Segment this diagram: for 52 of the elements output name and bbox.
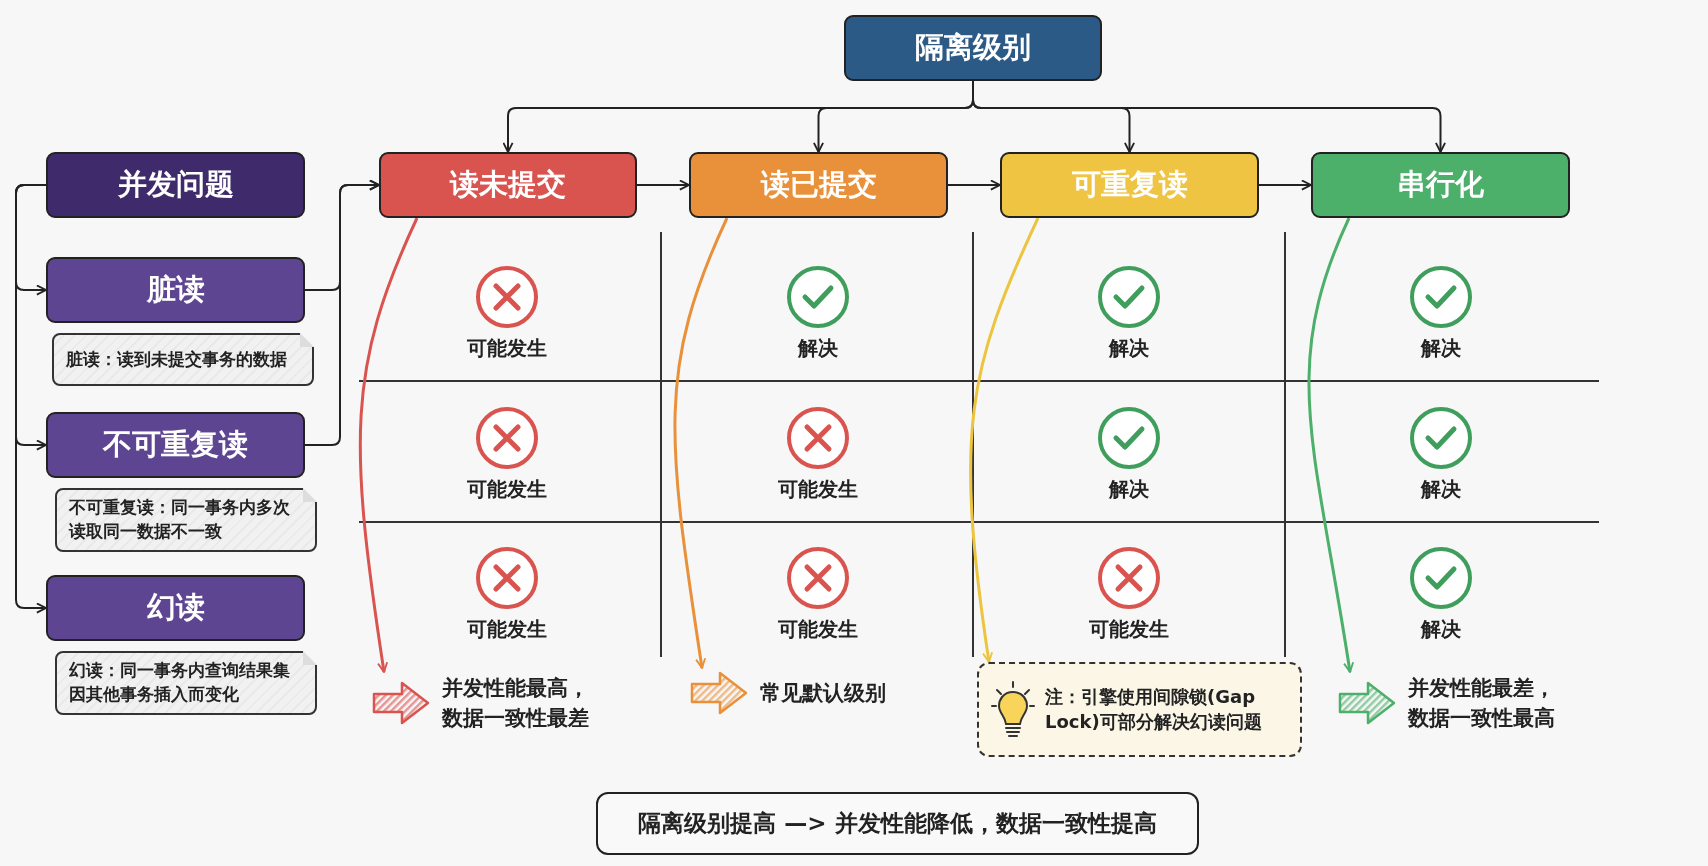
box-title: 幻读	[146, 589, 205, 626]
connector-arrow	[636, 179, 690, 191]
summary-text: 隔离级别提高 —> 并发性能降低，数据一致性提高	[638, 809, 1157, 838]
box-title: 并发问题	[117, 166, 234, 203]
conclusion-text: 常见默认级别	[760, 679, 887, 707]
level-box	[1000, 152, 1259, 218]
level-box	[379, 152, 637, 218]
summary-box	[596, 792, 1199, 855]
conclusion-text: 并发性能最高，数据一致性最差	[442, 674, 590, 732]
box-title: 串行化	[1397, 166, 1484, 203]
status-text: 可能发生	[467, 335, 547, 362]
level-box	[1311, 152, 1570, 218]
connector-arrow	[304, 179, 380, 446]
status-text: 可能发生	[1089, 616, 1169, 643]
status-text: 解决	[1109, 335, 1149, 362]
problem-box	[46, 575, 305, 641]
status-text: 可能发生	[778, 616, 858, 643]
problem-box	[46, 257, 305, 323]
connector-arrow	[15, 184, 47, 614]
status-text: 可能发生	[467, 476, 547, 503]
box-title: 隔离级别	[915, 29, 1031, 66]
problem-heading-box	[46, 152, 305, 218]
note-text: 脏读：读到未提交事务的数据	[66, 347, 287, 371]
tip-text: 注：引擎使用间隙锁(Gap Lock)可部分解决幻读问题	[1045, 685, 1263, 734]
box-title: 可重复读	[1071, 166, 1188, 203]
connector-arrow	[1258, 179, 1312, 191]
box-title: 不可重复读	[103, 426, 248, 463]
note-text: 幻读：同一事务内查询结果集因其他事务插入而变化	[69, 659, 291, 706]
status-text: 解决	[1109, 476, 1149, 503]
curved-arrow	[969, 217, 1040, 663]
tip-box	[977, 662, 1302, 757]
box-title: 读已提交	[760, 166, 877, 203]
connector-arrow	[947, 179, 1001, 191]
status-text: 解决	[1421, 616, 1461, 643]
note-text: 不可重复读：同一事务内多次读取同一数据不一致	[69, 496, 291, 543]
problem-box	[46, 412, 305, 478]
box-title: 读未提交	[450, 166, 566, 203]
status-text: 可能发生	[778, 476, 858, 503]
note-card	[55, 651, 317, 715]
note-card	[55, 488, 317, 552]
note-card	[52, 333, 314, 386]
status-text: 解决	[1421, 476, 1461, 503]
box-title: 脏读	[146, 271, 205, 308]
status-text: 解决	[798, 335, 838, 362]
curved-arrow	[358, 217, 419, 673]
level-heading-box	[844, 15, 1102, 81]
level-box	[689, 152, 948, 218]
curved-arrow	[1307, 217, 1354, 673]
status-text: 可能发生	[467, 616, 547, 643]
status-text: 解决	[1421, 335, 1461, 362]
conclusion-text: 并发性能最差，数据一致性最高	[1408, 674, 1556, 732]
curved-arrow	[673, 217, 729, 669]
